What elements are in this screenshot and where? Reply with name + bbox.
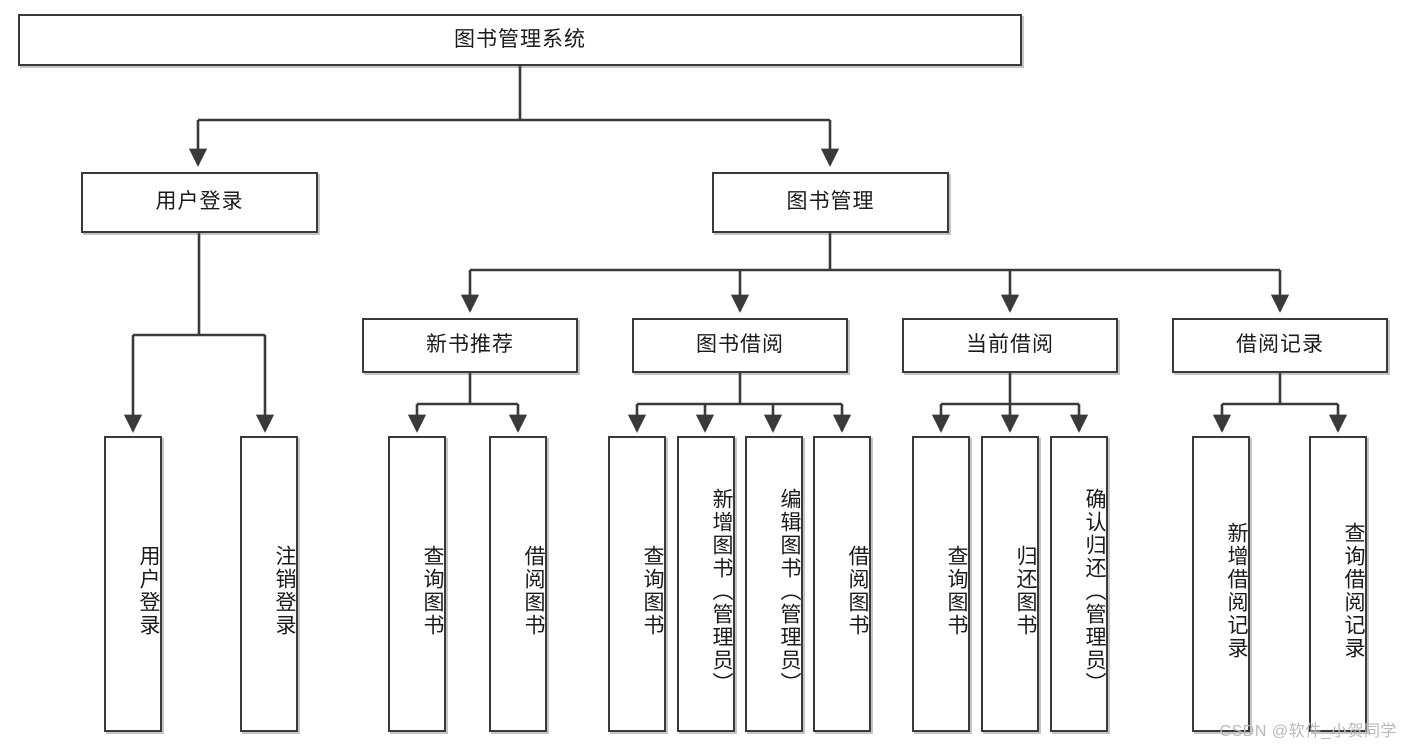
node-root-book-management-system[interactable]: 图书管理系统 [18, 14, 1022, 66]
node-label: 查询图书 [945, 545, 968, 637]
leaf-confirm-return-admin[interactable]: 确认归还（管理员） [1050, 436, 1108, 732]
node-label: 新书推荐 [426, 333, 514, 357]
node-current-borrowing[interactable]: 当前借阅 [902, 318, 1118, 373]
leaf-query-borrow-record[interactable]: 查询借阅记录 [1309, 436, 1367, 732]
node-label: 图书借阅 [696, 333, 784, 357]
node-label: 查询图书 [421, 545, 444, 637]
leaf-user-login[interactable]: 用户登录 [104, 436, 162, 732]
node-label: 新增借阅记录 [1225, 522, 1248, 660]
node-label: 确认归还（管理员） [1083, 487, 1106, 695]
node-label: 借阅图书 [846, 545, 869, 637]
node-label: 当前借阅 [966, 333, 1054, 357]
leaf-add-borrow-record[interactable]: 新增借阅记录 [1192, 436, 1250, 732]
leaf-add-book-admin[interactable]: 新增图书（管理员） [677, 436, 735, 732]
leaf-return-books[interactable]: 归还图书 [981, 436, 1039, 732]
node-new-book-recommendation[interactable]: 新书推荐 [362, 318, 578, 373]
node-label: 借阅记录 [1236, 333, 1324, 357]
node-label: 用户登录 [155, 190, 244, 214]
node-label: 查询图书 [641, 545, 664, 637]
leaf-edit-book-admin[interactable]: 编辑图书（管理员） [745, 436, 803, 732]
node-label: 借阅图书 [522, 545, 545, 637]
leaf-query-books-borrow[interactable]: 查询图书 [608, 436, 666, 732]
node-label: 用户登录 [137, 545, 160, 637]
node-book-borrowing[interactable]: 图书借阅 [632, 318, 848, 373]
node-label: 图书管理 [786, 190, 875, 214]
node-borrowing-records[interactable]: 借阅记录 [1172, 318, 1388, 373]
leaf-borrow-books[interactable]: 借阅图书 [813, 436, 871, 732]
node-label: 编辑图书（管理员） [778, 487, 801, 695]
node-label: 归还图书 [1014, 545, 1037, 637]
leaf-logout[interactable]: 注销登录 [240, 436, 298, 732]
watermark-csdn: CSDN @软件_小贺同学 [1219, 723, 1397, 740]
leaf-borrow-books-newbook[interactable]: 借阅图书 [489, 436, 547, 732]
node-label: 新增图书（管理员） [710, 487, 733, 695]
node-label: 图书管理系统 [454, 27, 586, 51]
leaf-query-books-newbook[interactable]: 查询图书 [388, 436, 446, 732]
leaf-query-books-current[interactable]: 查询图书 [912, 436, 970, 732]
node-label: 查询借阅记录 [1342, 522, 1365, 660]
node-label: 注销登录 [273, 545, 296, 637]
node-book-management[interactable]: 图书管理 [712, 172, 949, 233]
node-user-login[interactable]: 用户登录 [81, 172, 318, 233]
